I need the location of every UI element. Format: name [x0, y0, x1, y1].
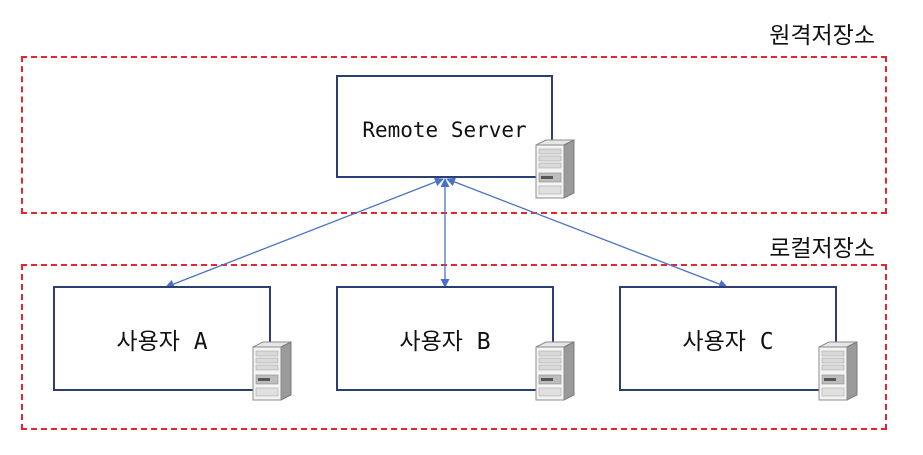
user-c-label: 사용자 C — [682, 328, 774, 355]
user-a-label: 사용자 A — [116, 328, 208, 355]
server-icon — [252, 341, 292, 401]
remote-storage-label: 원격저장소 — [769, 23, 875, 49]
local-storage-label: 로컬저장소 — [769, 236, 875, 262]
server-icon — [535, 341, 575, 401]
server-icon — [818, 341, 858, 401]
arrow-user-a-remote — [165, 177, 444, 289]
remote-server-label: Remote Server — [362, 117, 527, 142]
user-c-node: 사용자 C — [619, 286, 837, 391]
remote-server-node: Remote Server — [336, 75, 553, 178]
user-b-label: 사용자 B — [399, 328, 491, 355]
arrow-user-c-remote — [446, 177, 728, 289]
server-icon — [535, 139, 575, 199]
user-b-node: 사용자 B — [336, 286, 554, 391]
user-a-node: 사용자 A — [53, 286, 271, 391]
